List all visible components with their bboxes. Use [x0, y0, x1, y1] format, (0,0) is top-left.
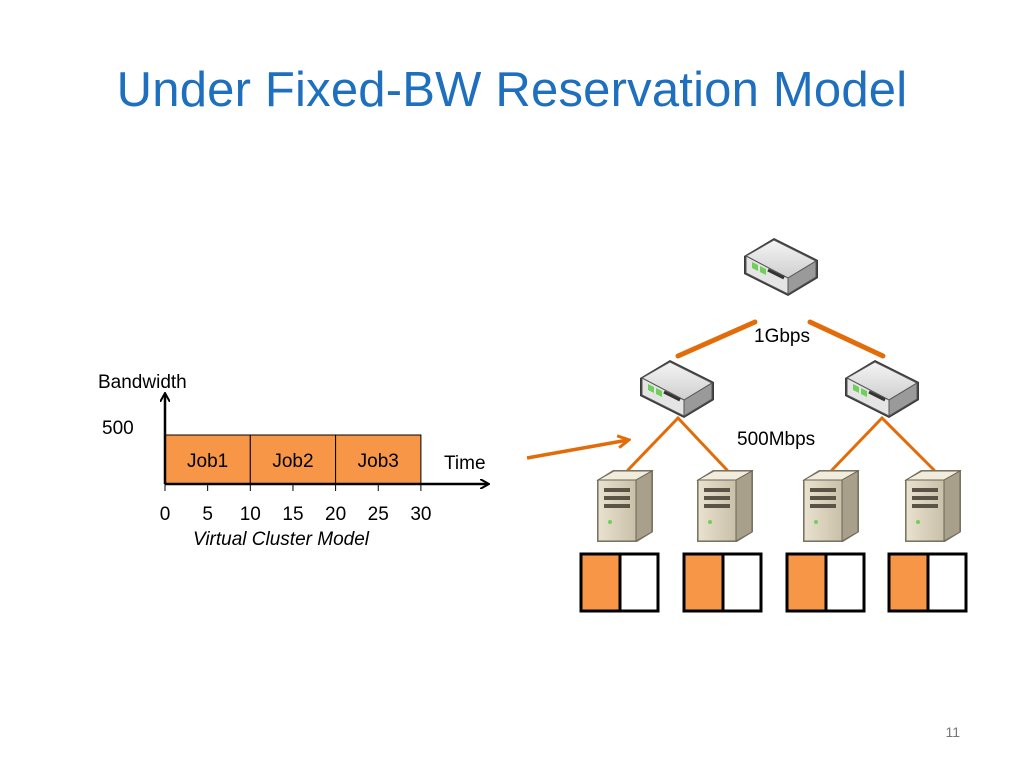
core-switch-icon: [744, 238, 818, 296]
job-label-1: Job1: [187, 451, 228, 472]
job-bars: Job1 Job2 Job3: [164, 434, 422, 485]
slide-title: Under Fixed-BW Reservation Model: [116, 63, 908, 117]
tor-link-label: 500Mbps: [737, 429, 816, 450]
job-bar-3: [335, 434, 422, 485]
bandwidth-chart: Job1 Job2 Job3 0 5 10 15 20 25 30: [160, 394, 488, 525]
x-tick-label: 15: [282, 504, 303, 525]
aggregation-switch-right-icon: [845, 360, 919, 418]
y-value-label: 500: [102, 418, 134, 439]
root-link-left: [675, 319, 758, 359]
job-label-3: Job3: [358, 451, 399, 472]
vm-slot-free: [618, 552, 660, 613]
x-tick-label: 0: [160, 504, 171, 525]
tor-link-4: [880, 416, 936, 472]
server-1-icon: [596, 470, 654, 542]
x-ticks: 0 5 10 15 20 25 30: [160, 484, 431, 525]
pointer-arrow: [526, 440, 628, 460]
x-axis-label: Time: [444, 453, 486, 474]
x-tick-label: 10: [240, 504, 261, 525]
tor-link-3: [830, 416, 884, 472]
aggregation-switch-left-icon: [640, 360, 714, 418]
x-tick-label: 30: [410, 504, 431, 525]
server-1-slots: [579, 552, 660, 613]
server-4-icon: [904, 470, 962, 542]
topology-links: [675, 319, 886, 359]
root-link-right: [807, 319, 886, 359]
x-tick-label: 25: [368, 504, 389, 525]
tor-links: [626, 416, 936, 472]
network-topology: [579, 238, 968, 613]
vm-slot-used: [785, 552, 828, 613]
server-2-slots: [682, 552, 763, 613]
vm-slot-free: [926, 552, 968, 613]
vm-slot-free: [721, 552, 763, 613]
chart-caption: Virtual Cluster Model: [193, 529, 370, 550]
vm-slot-used: [682, 552, 725, 613]
root-link-label: 1Gbps: [754, 326, 810, 347]
x-tick-label: 20: [325, 504, 346, 525]
page-number: 11: [945, 724, 960, 740]
vm-slot-used: [887, 552, 930, 613]
y-axis-label: Bandwidth: [98, 372, 187, 393]
job-bar-1: [164, 434, 251, 485]
server-2-icon: [696, 470, 754, 542]
server-3-slots: [785, 552, 866, 613]
x-tick-label: 5: [202, 504, 213, 525]
job-label-2: Job2: [272, 451, 313, 472]
vm-slot-free: [824, 552, 866, 613]
vm-slot-used: [579, 552, 622, 613]
server-4-slots: [887, 552, 968, 613]
tor-link-1: [626, 416, 680, 472]
tor-link-2: [676, 416, 729, 472]
server-3-icon: [802, 470, 860, 542]
